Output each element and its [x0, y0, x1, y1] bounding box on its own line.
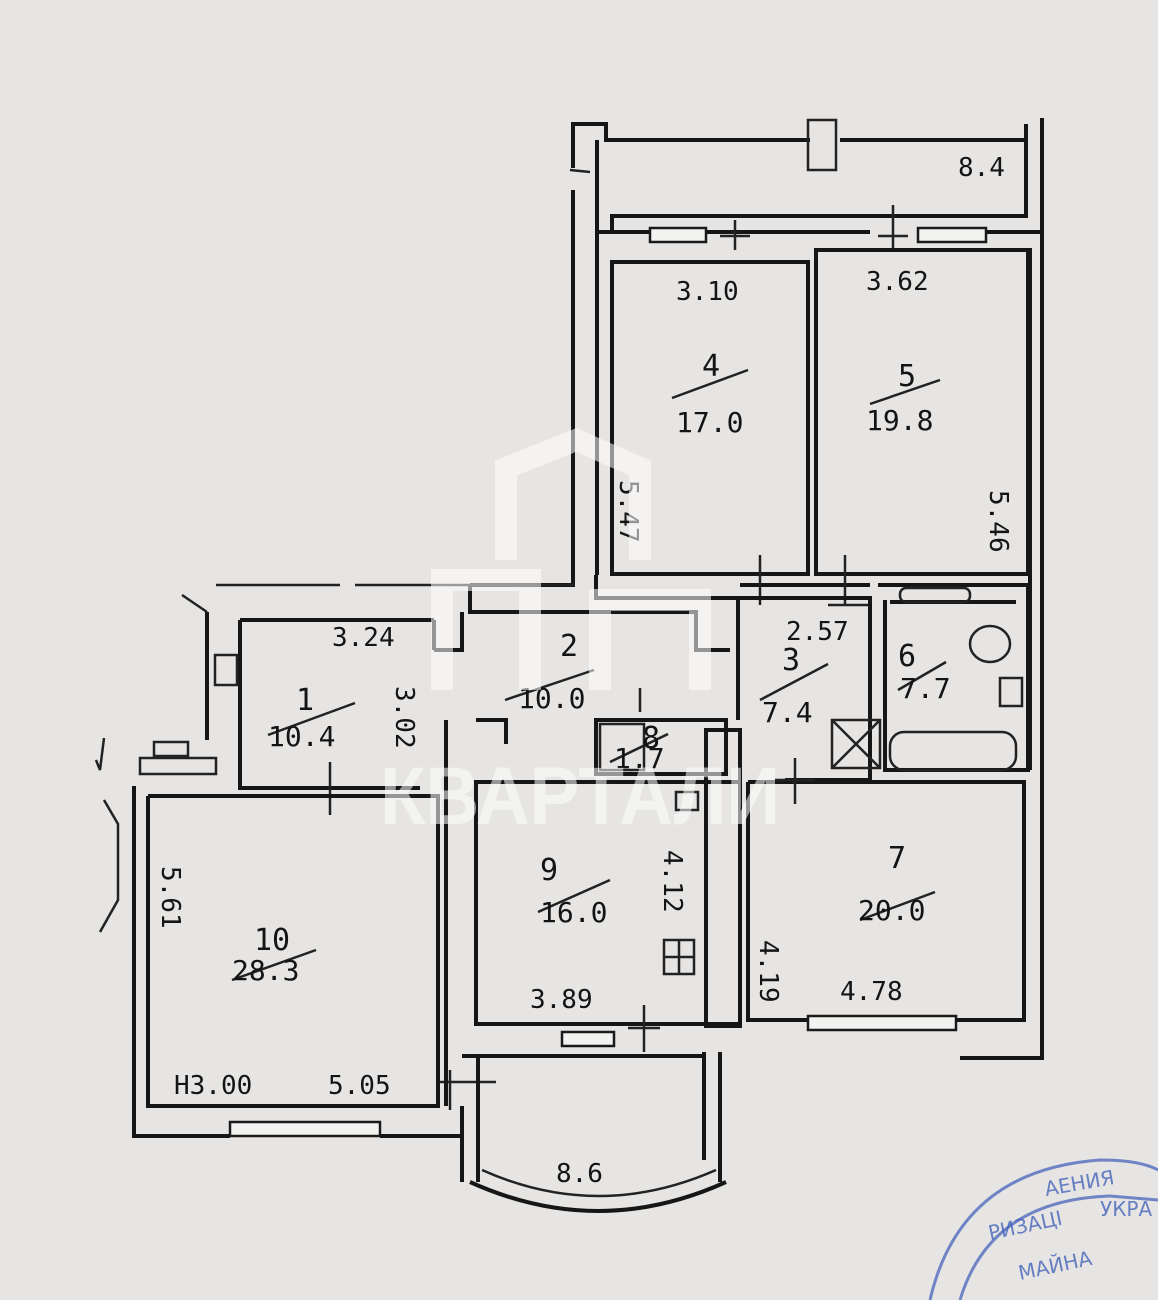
room10-area: 28.3	[232, 954, 299, 987]
vent-shaft	[704, 728, 742, 1028]
room1-area: 10.4	[268, 720, 335, 753]
room4-area: 17.0	[676, 406, 743, 439]
room6-number: 6	[898, 639, 916, 674]
room3-width: 2.57	[786, 617, 849, 647]
stamp: АЕНИЯ УКРА РИЗАЦІ МАЙНА	[928, 1158, 1158, 1300]
room5-area: 19.8	[866, 404, 933, 437]
room3-area: 7.4	[762, 696, 813, 729]
room1-number: 1	[296, 683, 314, 718]
room1-depth: 3.02	[389, 686, 419, 749]
room-7	[746, 758, 1026, 1032]
room5-number: 5	[898, 359, 916, 394]
room7-area: 20.0	[858, 894, 925, 927]
watermark-text: КВАРТАЛИ	[380, 751, 780, 842]
room5-width: 3.62	[866, 267, 929, 297]
room-10	[94, 737, 496, 1138]
room10-width: 5.05	[328, 1071, 391, 1101]
room-4	[610, 260, 810, 576]
dimension-labels: 8.4 3.10 3.62 5.46 5.47 3.24 3.02 2.57 5…	[155, 153, 1013, 1189]
room5-length: 5.46	[983, 490, 1013, 553]
room4-width: 3.10	[676, 277, 739, 307]
room7-width: 4.78	[840, 977, 903, 1007]
room-8	[594, 718, 728, 776]
balcony-top-area: 8.4	[958, 153, 1005, 183]
room-labels: 4 17.0 5 19.8 2 10.0 3 7.4 6 7.7 1 10.4 …	[232, 349, 951, 987]
balcony-bottom-area: 8.6	[556, 1159, 603, 1189]
room10-number: 10	[254, 923, 290, 958]
room2-number: 2	[560, 629, 578, 664]
ceiling-height: H3.00	[174, 1071, 252, 1101]
room9-width: 3.89	[530, 985, 593, 1015]
room9-number: 9	[540, 853, 558, 888]
room10-length: 5.61	[155, 866, 185, 929]
room7-length: 4.19	[753, 940, 783, 1003]
room4-number: 4	[702, 349, 720, 384]
room1-width: 3.24	[332, 623, 395, 653]
room-5	[814, 248, 1030, 576]
room9-length: 4.12	[657, 850, 687, 913]
bottom-balcony	[460, 1052, 727, 1213]
room6-area: 7.7	[900, 672, 951, 705]
top-balcony	[571, 118, 1028, 232]
stamp-line-4: МАЙНА	[1016, 1246, 1094, 1285]
stamp-line-2: УКРА	[1100, 1197, 1152, 1221]
room3-number: 3	[782, 643, 800, 678]
room7-number: 7	[888, 841, 906, 876]
room-6	[830, 583, 1030, 772]
room9-area: 16.0	[540, 896, 607, 929]
room8-area: 1.7	[614, 742, 665, 775]
watermark-logo: КВАРТАЛИ	[380, 428, 780, 842]
stamp-line-3: РИЗАЦІ	[986, 1206, 1064, 1245]
room8-number: 8	[642, 721, 660, 756]
